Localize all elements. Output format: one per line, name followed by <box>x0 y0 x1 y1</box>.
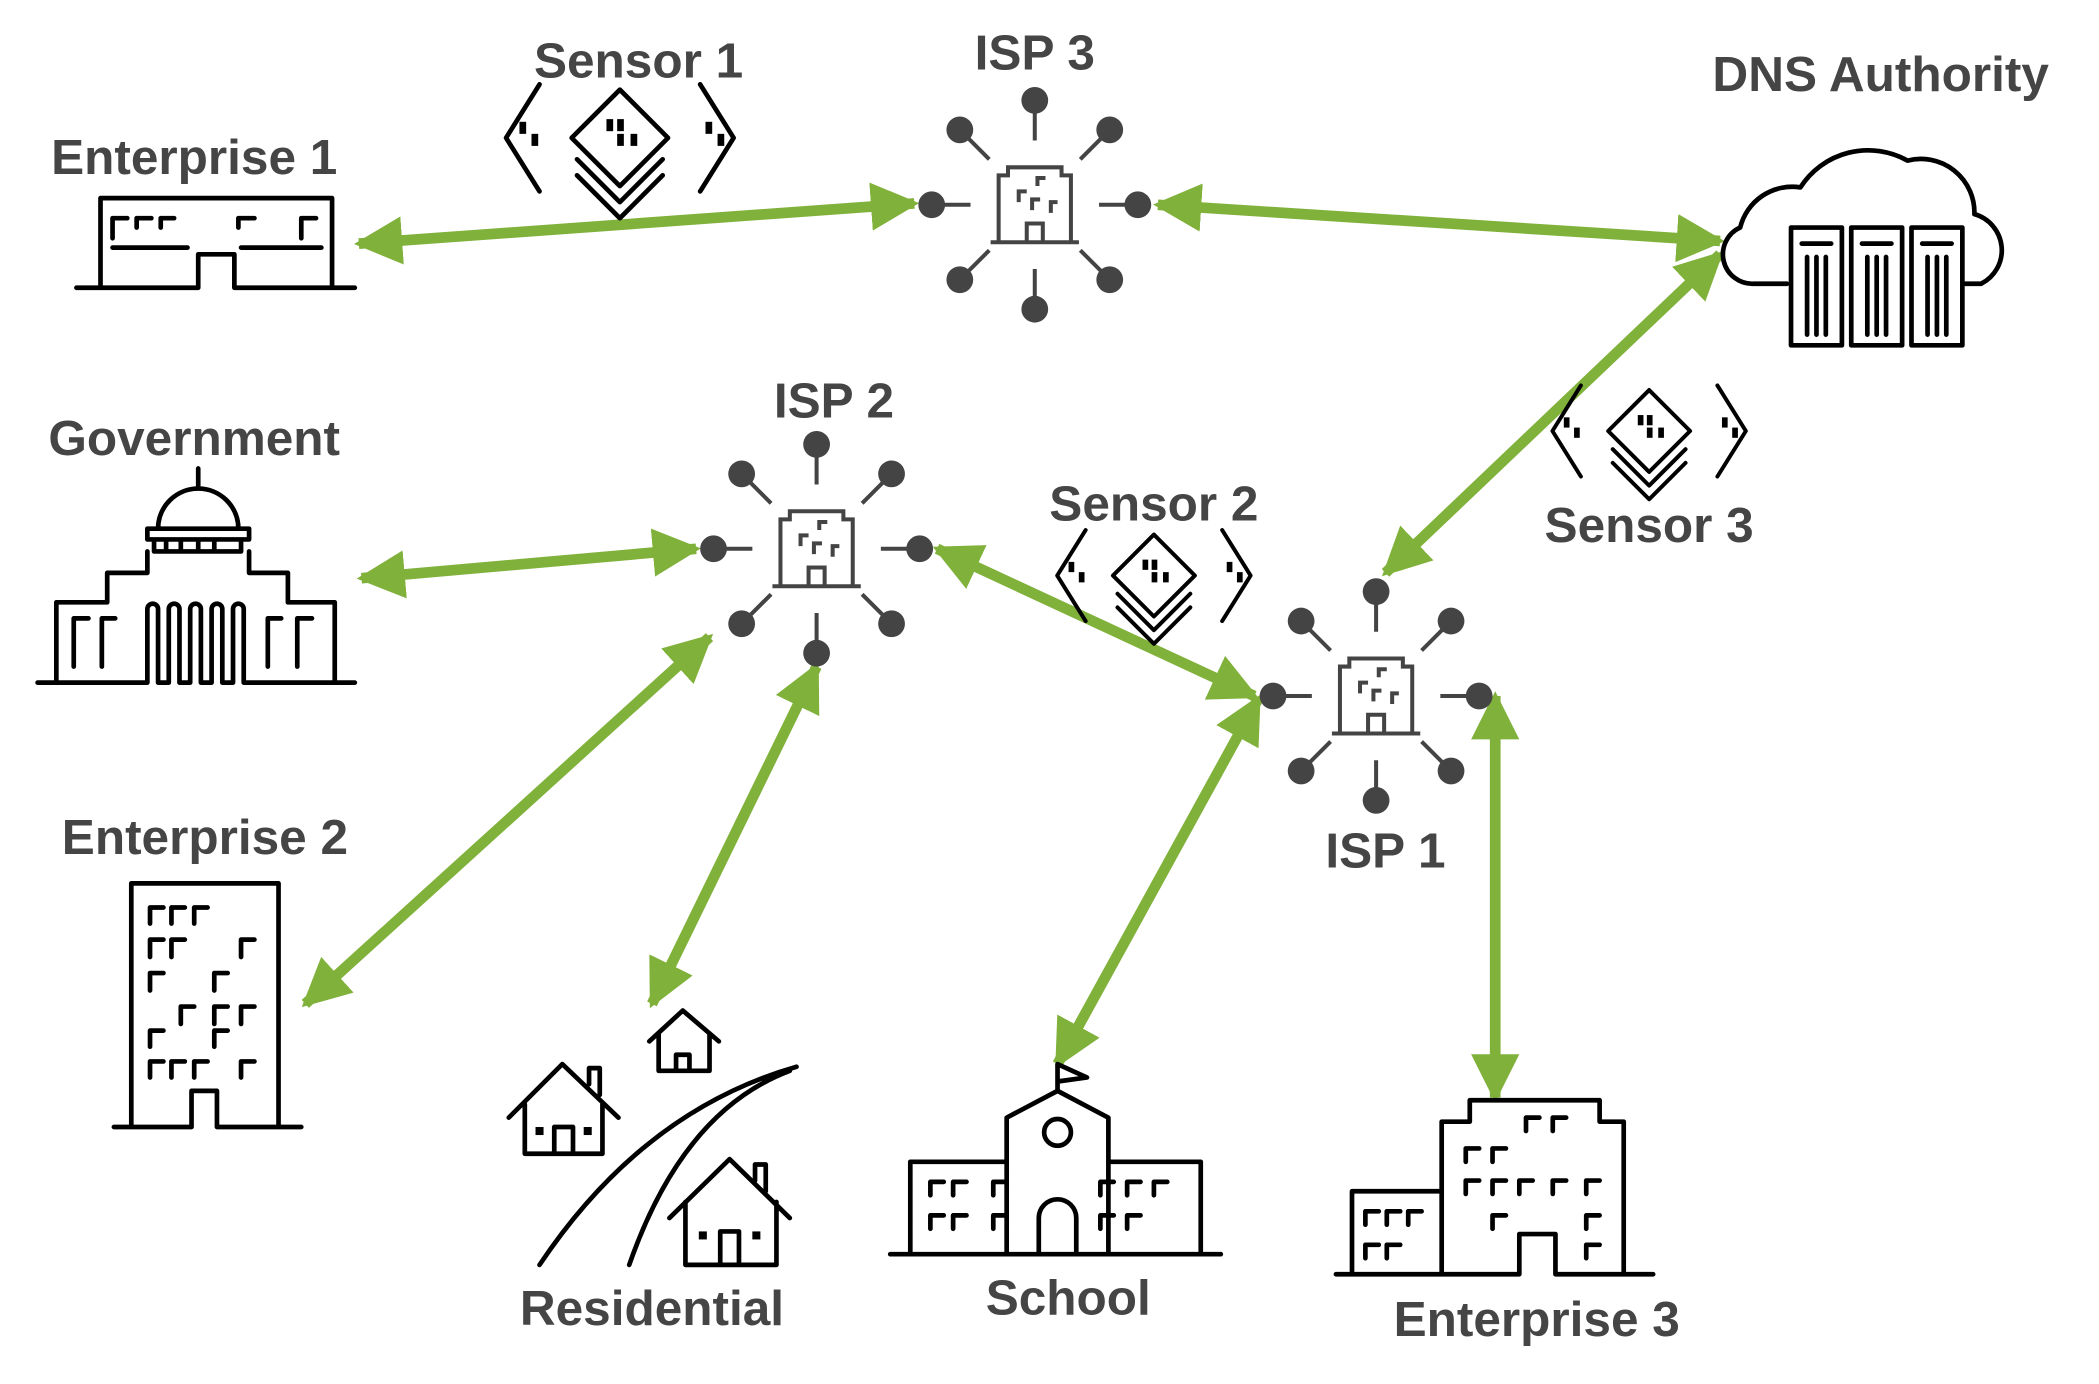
tower-building-icon <box>111 881 304 1130</box>
label-enterprise-1: Enterprise 1 <box>51 130 337 185</box>
node-isp-1[interactable]: ISP 1 <box>1260 578 1493 878</box>
link-isp1-school <box>1052 694 1263 1069</box>
node-sensor-1[interactable]: Sensor 1 <box>506 34 743 219</box>
sensor-icon <box>1550 383 1748 502</box>
label-sensor-3: Sensor 3 <box>1545 498 1754 553</box>
link-isp3-dns <box>1153 183 1725 263</box>
cloud-server-icon <box>1720 147 2005 348</box>
label-dns-authority: DNS Authority <box>1712 47 2049 102</box>
label-residential: Residential <box>520 1281 784 1336</box>
link-enterprise1-isp3 <box>354 182 920 265</box>
node-school[interactable]: School <box>887 1061 1224 1325</box>
link-isp2-enterprise2 <box>301 633 714 1008</box>
label-sensor-1: Sensor 1 <box>534 34 743 89</box>
link-government-isp2 <box>356 528 701 599</box>
node-government[interactable]: Government <box>35 411 358 685</box>
links <box>301 182 1725 1103</box>
label-school: School <box>986 1270 1151 1325</box>
link-dns-isp1 <box>1381 250 1724 577</box>
sensor-icon <box>506 84 734 218</box>
node-sensor-2[interactable]: Sensor 2 <box>1049 477 1258 646</box>
label-enterprise-3: Enterprise 3 <box>1394 1292 1680 1347</box>
isp-hub-icon <box>1260 578 1493 814</box>
label-enterprise-2: Enterprise 2 <box>62 810 348 865</box>
school-building-icon <box>887 1061 1224 1257</box>
isp-hub-icon <box>700 431 933 667</box>
label-isp-2: ISP 2 <box>774 374 894 429</box>
node-sensor-3[interactable]: Sensor 3 <box>1545 383 1754 553</box>
node-isp-3[interactable]: ISP 3 <box>918 26 1151 323</box>
office-complex-icon <box>1333 1097 1656 1277</box>
label-isp-1: ISP 1 <box>1325 823 1445 878</box>
label-isp-3: ISP 3 <box>975 26 1095 81</box>
node-enterprise-1[interactable]: Enterprise 1 <box>51 130 358 291</box>
clock-icon <box>1041 1116 1074 1149</box>
node-enterprise-3[interactable]: Enterprise 3 <box>1333 1097 1680 1347</box>
houses-icon <box>506 1008 799 1268</box>
node-residential[interactable]: Residential <box>506 1008 799 1337</box>
link-isp2-isp1 <box>932 543 1259 701</box>
government-building-icon <box>35 466 358 685</box>
node-enterprise-2[interactable]: Enterprise 2 <box>62 810 348 1130</box>
link-isp2-residential <box>647 662 822 1009</box>
sensor-icon <box>1055 528 1253 646</box>
label-government: Government <box>48 411 340 466</box>
office-building-icon <box>74 195 358 291</box>
node-dns-authority[interactable]: DNS Authority <box>1712 47 2049 348</box>
label-sensor-2: Sensor 2 <box>1049 477 1258 532</box>
isp-hub-icon <box>918 87 1151 323</box>
node-isp-2[interactable]: ISP 2 <box>700 374 933 667</box>
